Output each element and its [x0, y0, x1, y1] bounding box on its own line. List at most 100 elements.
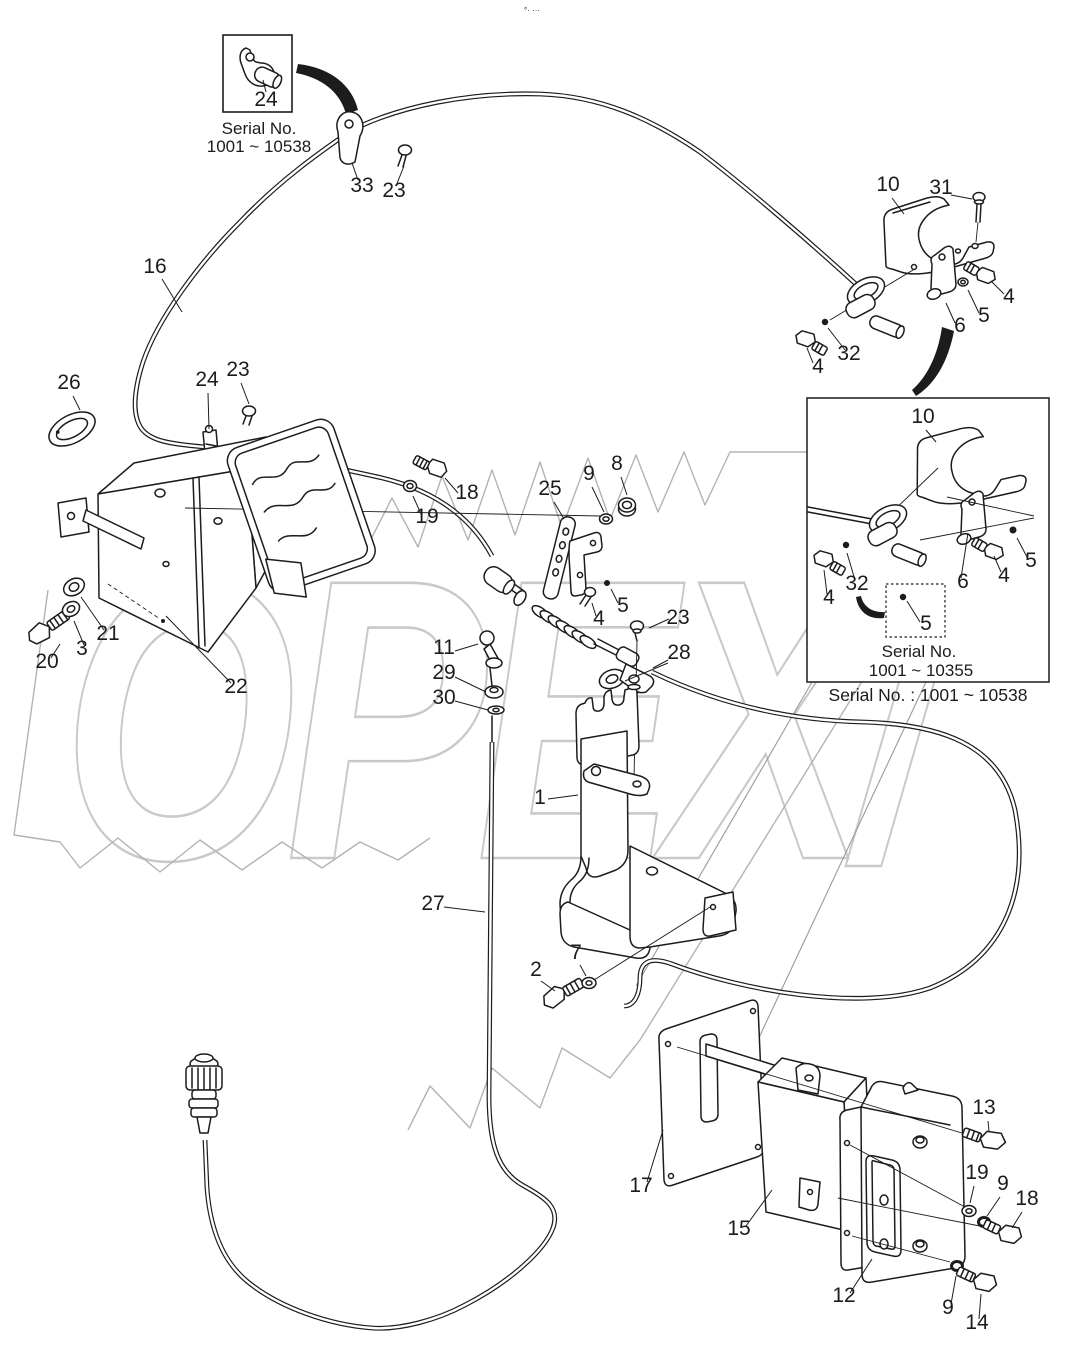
nut-bottom — [912, 1239, 928, 1253]
cable-connector — [185, 1053, 223, 1134]
part-label-4: 4 — [593, 607, 605, 630]
part-label-9: 9 — [942, 1296, 954, 1319]
part-label-7: 7 — [570, 941, 582, 964]
swivel — [845, 293, 876, 319]
part-label-24: 24 — [254, 88, 278, 111]
bolt-2 — [543, 977, 585, 1009]
part-label-32: 32 — [845, 572, 868, 595]
leader-line — [1016, 537, 1028, 558]
leader-line — [823, 569, 828, 595]
part-label-28: 28 — [667, 641, 690, 664]
swivel-inset — [867, 521, 898, 547]
leader-line — [950, 194, 973, 200]
bolt-31 — [972, 191, 986, 243]
part-label-26: 26 — [57, 371, 80, 394]
callout-box-part24 — [222, 34, 293, 113]
callout-serial-line2: 1001 ~ 10538 — [207, 137, 311, 156]
leader-line — [454, 700, 489, 711]
leader-line — [967, 289, 980, 314]
part-label-19: 19 — [965, 1161, 988, 1184]
part-label-5: 5 — [617, 594, 629, 617]
lever-25 — [542, 516, 576, 600]
part-label-12: 12 — [832, 1284, 855, 1307]
part-label-23: 23 — [666, 606, 689, 629]
part-label-1: 1 — [534, 786, 546, 809]
bolt-18-left — [412, 455, 448, 479]
inset-caption: Serial No. : 1001 ~ 10538 — [829, 685, 1028, 705]
leader-line — [648, 618, 670, 629]
pin-32 — [821, 318, 829, 326]
part-label-17: 17 — [629, 1174, 652, 1197]
nut-top — [912, 1135, 928, 1149]
part-label-11: 11 — [433, 636, 455, 659]
washer-21 — [62, 577, 86, 597]
leader-line — [50, 643, 61, 659]
leader-line — [925, 429, 937, 443]
part-label-22: 22 — [224, 675, 247, 698]
leader-line — [547, 794, 579, 800]
part-label-32: 32 — [837, 342, 860, 365]
screw-4-left-inset — [813, 550, 846, 576]
screw-4-right — [963, 261, 996, 285]
leader-line — [610, 588, 619, 604]
screw-23-top — [397, 144, 413, 168]
leader-line — [960, 532, 969, 579]
leader-line — [745, 1189, 773, 1227]
leader-line — [849, 1258, 873, 1294]
leader-line — [624, 662, 669, 682]
leader-line — [579, 964, 587, 977]
leader-line — [161, 278, 183, 313]
t-handle-inset — [891, 543, 927, 568]
inset-serial-line1: Serial No. — [882, 642, 957, 661]
part-label-14: 14 — [965, 1311, 989, 1334]
part-label-19: 19 — [415, 505, 438, 528]
arrow-icon — [856, 596, 885, 619]
leader-line — [987, 1120, 990, 1132]
leader-line — [395, 165, 405, 187]
part-label-2: 2 — [530, 958, 542, 981]
part-label-16: 16 — [143, 255, 166, 278]
grommet-26 — [48, 411, 96, 447]
leader-line — [652, 659, 669, 669]
bracket-1-top-screw — [627, 674, 641, 691]
leader-line — [891, 197, 905, 215]
part-label-21: 21 — [96, 622, 119, 645]
part-label-4: 4 — [1003, 285, 1015, 308]
part-label-15: 15 — [727, 1217, 750, 1240]
t-handle — [869, 315, 905, 340]
clamp-24-icon — [239, 47, 283, 90]
leader-line — [620, 476, 628, 496]
screw-4-right-inset — [971, 537, 1004, 561]
part-label-5: 5 — [920, 612, 932, 635]
bracket-1-strap — [582, 763, 651, 797]
pin-5-bellcrank — [604, 580, 610, 586]
part-label-23: 23 — [226, 358, 249, 381]
washer-9-bellcrank — [598, 513, 614, 525]
arrow-icon — [296, 64, 358, 114]
part-label-5: 5 — [1025, 549, 1037, 572]
nut-29 — [484, 685, 504, 699]
pin-5-inset — [899, 593, 907, 601]
leader-line — [986, 1196, 1001, 1217]
leader-line — [207, 392, 210, 430]
cover-12 — [839, 1080, 966, 1284]
leader-line — [827, 327, 846, 351]
leader-line — [591, 602, 597, 617]
leader-line — [454, 676, 487, 693]
inset-detail-box: Serial No. 1001 ~ 10355 — [806, 397, 1050, 683]
arrow-icon — [912, 327, 954, 396]
part-label-24: 24 — [195, 368, 219, 391]
nut-8 — [617, 497, 637, 517]
leader-line — [646, 1129, 664, 1183]
washer-19-right — [961, 1204, 977, 1218]
part-label-13: 13 — [972, 1096, 995, 1119]
lever-6 — [926, 245, 957, 301]
part-label-23: 23 — [382, 179, 405, 202]
leader-line — [591, 486, 605, 513]
part-label-33: 33 — [350, 174, 373, 197]
leader-line — [945, 302, 956, 324]
leader-line — [553, 501, 565, 520]
part-label-10: 10 — [911, 405, 934, 428]
